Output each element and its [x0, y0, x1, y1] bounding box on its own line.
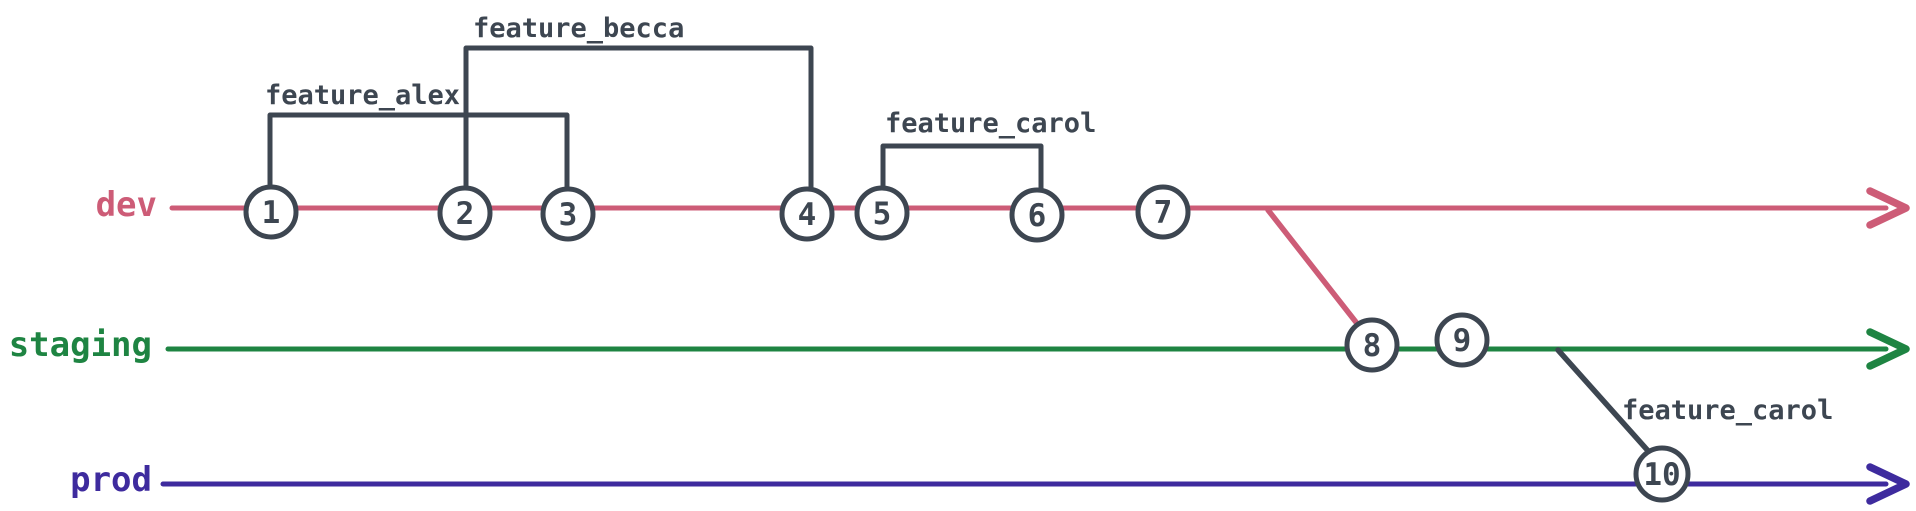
prod-arrow-icon	[1866, 463, 1910, 505]
commit-10-circle	[1633, 445, 1691, 503]
commit-node-7: 7	[1135, 184, 1191, 240]
commit-node-8: 8	[1344, 317, 1400, 373]
commit-5-number: 5	[873, 196, 892, 232]
commit-2-number: 2	[456, 196, 475, 232]
commit-8-number: 8	[1363, 328, 1382, 364]
feature-alex-bracket	[267, 112, 570, 194]
commit-node-9: 9	[1434, 312, 1490, 368]
commit-6-circle	[1009, 187, 1065, 243]
commit-9-number: 9	[1453, 323, 1472, 359]
commit-node-6: 6	[1009, 187, 1065, 243]
prod-branch-label: prod	[70, 460, 152, 500]
feature-carol-bracket	[880, 143, 1044, 195]
commit-8-circle	[1344, 317, 1400, 373]
commit-5-circle	[854, 185, 910, 241]
feature-becca-label: feature_becca	[473, 13, 684, 44]
commit-4-circle	[779, 186, 835, 242]
dev-branch-label: dev	[96, 185, 157, 225]
commit-1-circle	[243, 184, 299, 240]
commit-node-10: 10	[1633, 445, 1691, 503]
commit-nodes: 1 2 3 4 5 6 7	[243, 184, 1691, 503]
staging-arrow-icon	[1866, 328, 1910, 370]
commit-7-number: 7	[1154, 195, 1173, 231]
commit-node-1: 1	[243, 184, 299, 240]
commit-4-number: 4	[798, 197, 817, 233]
commit-node-2: 2	[437, 185, 493, 241]
commit-7-circle	[1135, 184, 1191, 240]
commit-node-3: 3	[540, 186, 596, 242]
feature-brackets	[267, 45, 1044, 195]
feature-carol-bracket-label: feature_carol	[885, 108, 1096, 139]
commit-1-number: 1	[262, 195, 281, 231]
staging-branch-label: staging	[9, 325, 152, 365]
merge-dev-to-staging-line	[1265, 207, 1373, 343]
commit-3-circle	[540, 186, 596, 242]
commit-node-4: 4	[779, 186, 835, 242]
branch-dev: dev	[96, 185, 1910, 229]
feature-carol-merge-label: feature_carol	[1622, 395, 1833, 426]
commit-6-number: 6	[1028, 198, 1047, 234]
merge-staging-to-prod-line	[1555, 347, 1661, 465]
branch-prod: prod	[70, 460, 1910, 505]
branch-staging: staging	[9, 325, 1910, 370]
commit-2-circle	[437, 185, 493, 241]
commit-10-number: 10	[1643, 457, 1680, 493]
feature-becca-bracket	[463, 45, 814, 194]
commit-node-5: 5	[854, 185, 910, 241]
feature-alex-label: feature_alex	[265, 80, 460, 111]
dev-arrow-icon	[1866, 187, 1910, 229]
commit-9-circle	[1434, 312, 1490, 368]
commit-3-number: 3	[559, 197, 578, 233]
